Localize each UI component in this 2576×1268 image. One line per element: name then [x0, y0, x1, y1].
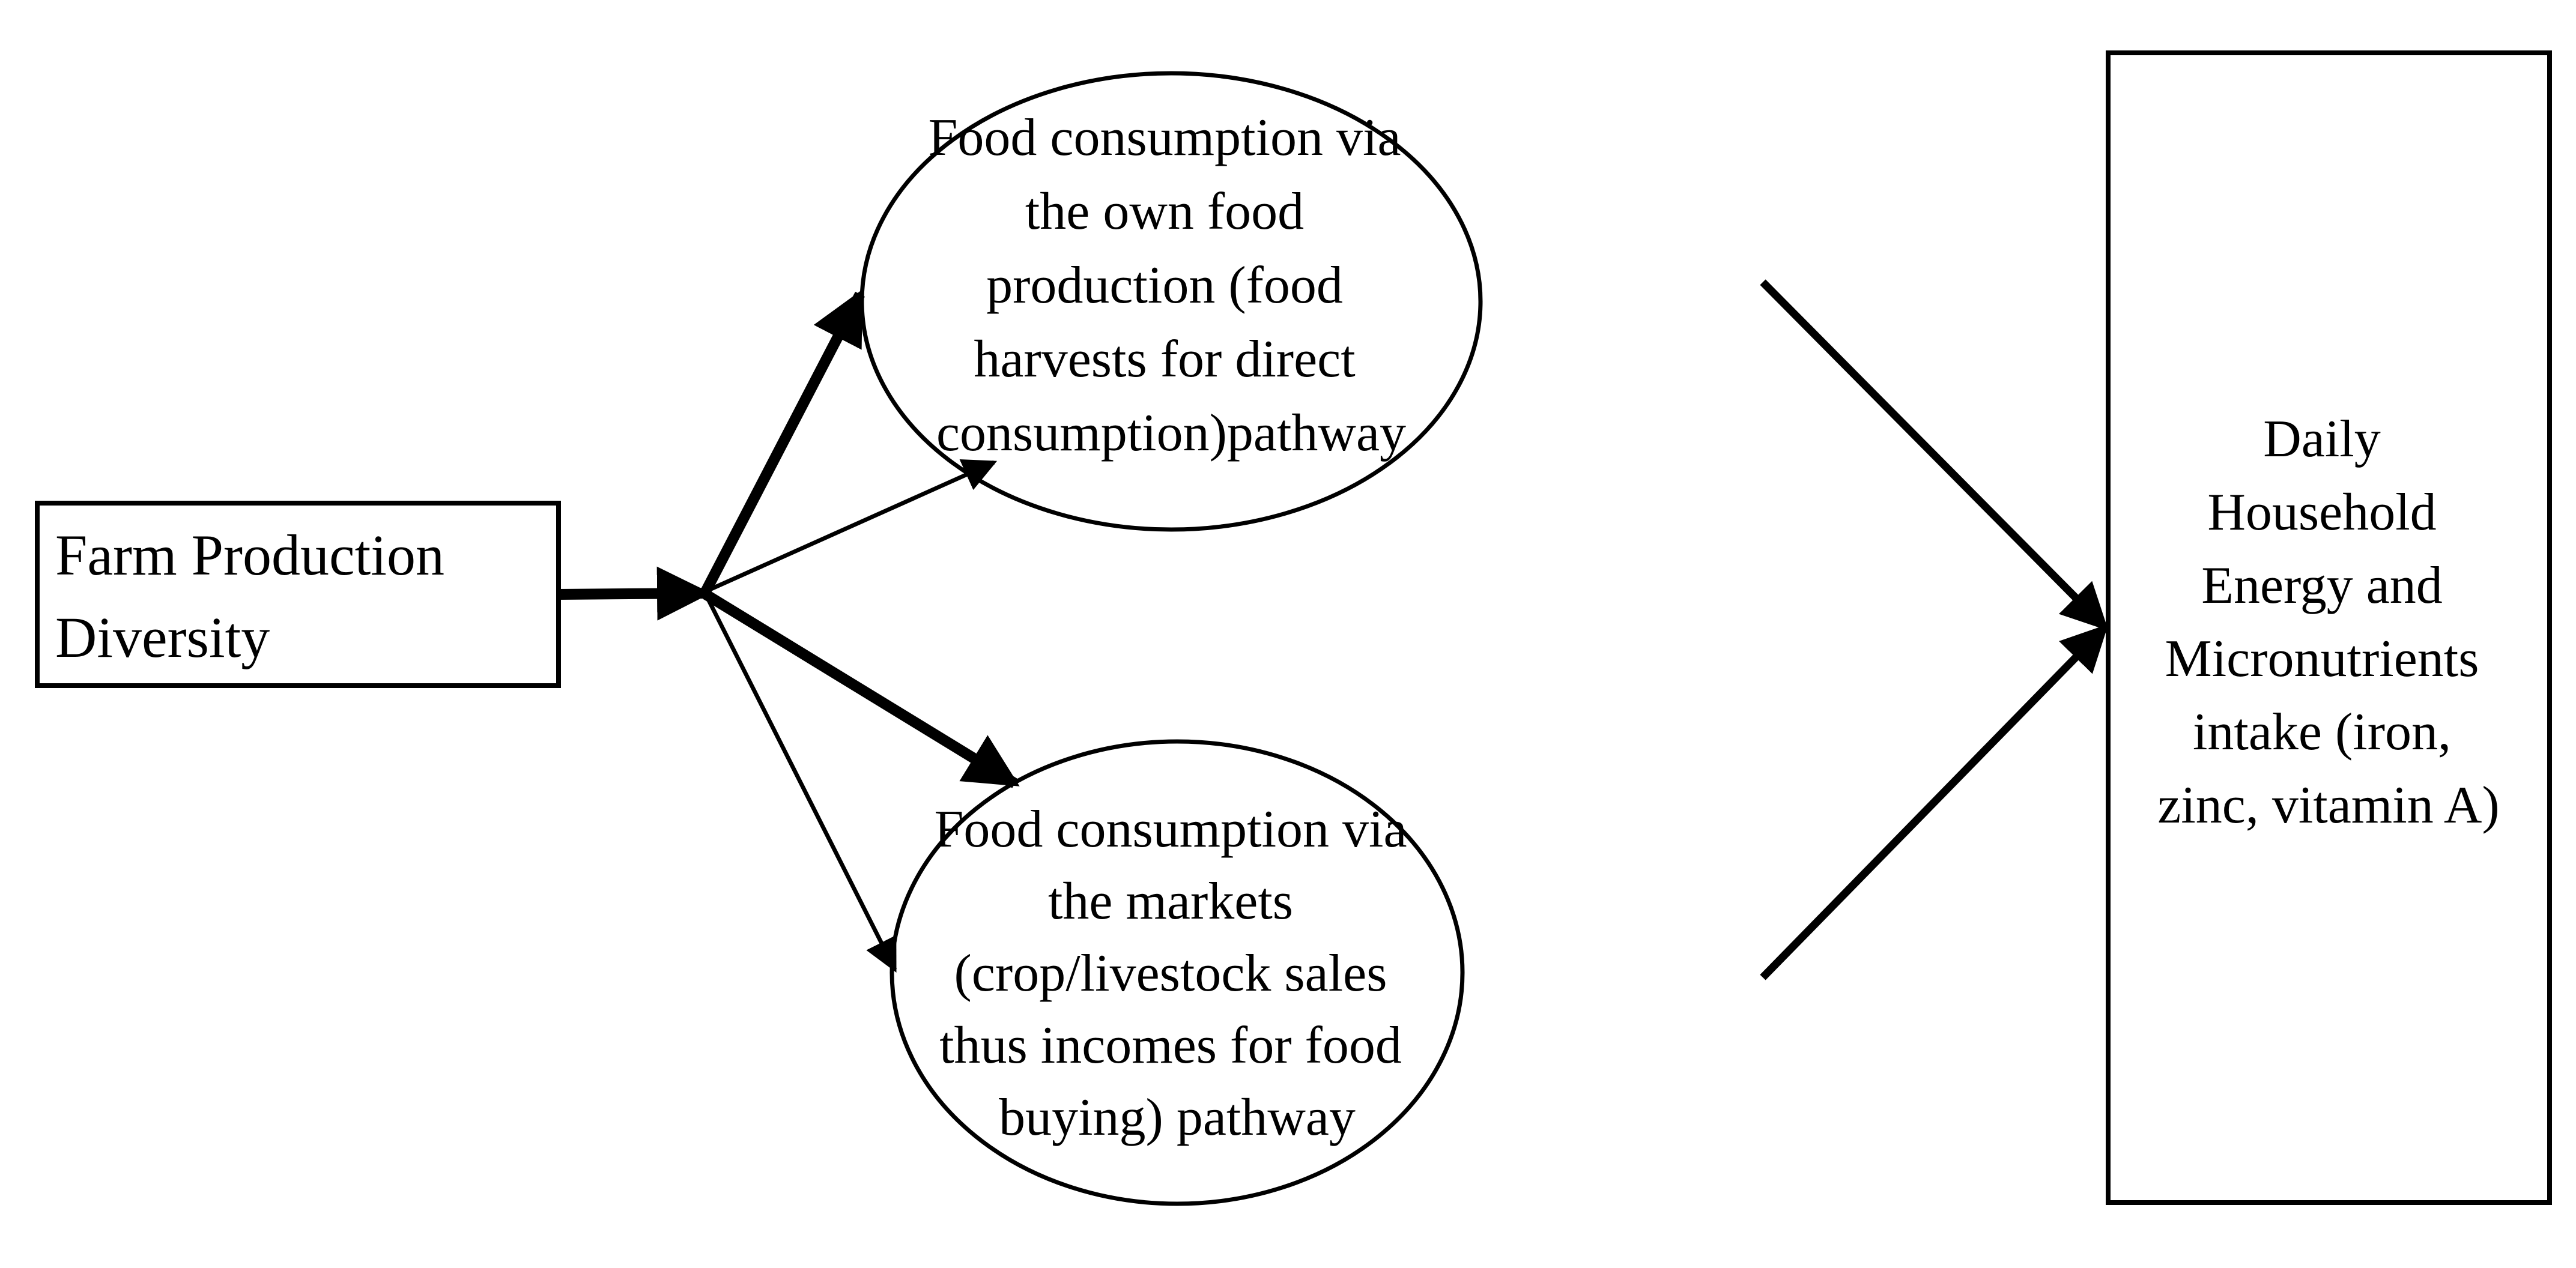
- own-production-label-line: Food consumption via: [928, 109, 1401, 167]
- own-production-label-line: harvests for direct: [974, 330, 1355, 388]
- outcome-box: [2106, 50, 2552, 1205]
- own-production-label-line: production (food: [986, 256, 1343, 315]
- source-box: [35, 501, 561, 688]
- edge-junction-to-own-production-thick: [701, 289, 865, 594]
- markets-label-line: buying) pathway: [999, 1088, 1356, 1147]
- markets-label-line: Food consumption via: [934, 800, 1407, 859]
- own-production-label-line: the own food: [1025, 183, 1304, 241]
- markets-label: Food consumption via the markets (crop/l…: [934, 800, 1420, 1147]
- outcome-label-line: Energy and: [2201, 557, 2443, 615]
- markets-label-line: the markets: [1048, 872, 1293, 931]
- own-production-label-line: consumption)pathway: [936, 404, 1406, 462]
- outcome-label-line: zinc, vitamin A): [2157, 776, 2499, 835]
- source-label: Farm Production Diversity: [55, 523, 459, 669]
- outcome-label-line: intake (iron,: [2193, 703, 2451, 761]
- markets-label-line: thus incomes for food: [939, 1016, 1402, 1075]
- edge-junction-to-markets-thin: [703, 593, 897, 973]
- own-production-label: Food consumption via the own food produc…: [928, 109, 1414, 462]
- outcome-label-line: Daily: [2263, 410, 2381, 468]
- outcome-label-line: Household: [2207, 483, 2436, 542]
- edge-own-production-to-outcome: [1760, 279, 2109, 631]
- source-label-line: Diversity: [55, 605, 270, 669]
- outcome-label: Daily Household Energy and Micronutrient…: [2157, 410, 2499, 835]
- own-production-node: Food consumption via the own food produc…: [859, 71, 1483, 532]
- edge-source-to-junction: [558, 566, 711, 621]
- source-node: Farm Production Diversity: [35, 501, 561, 688]
- outcome-label-line: Micronutrients: [2165, 630, 2479, 688]
- source-label-line: Farm Production: [55, 523, 444, 587]
- outcome-node: Daily Household Energy and Micronutrient…: [2106, 50, 2552, 1205]
- edges: [558, 279, 2109, 980]
- edge-markets-to-outcome: [1760, 624, 2109, 980]
- markets-node: Food consumption via the markets (crop/l…: [889, 739, 1465, 1206]
- edge-junction-to-own-production-thin: [705, 459, 998, 594]
- edge-junction-to-markets-thick: [703, 590, 1020, 788]
- markets-label-line: (crop/livestock sales: [954, 944, 1387, 1003]
